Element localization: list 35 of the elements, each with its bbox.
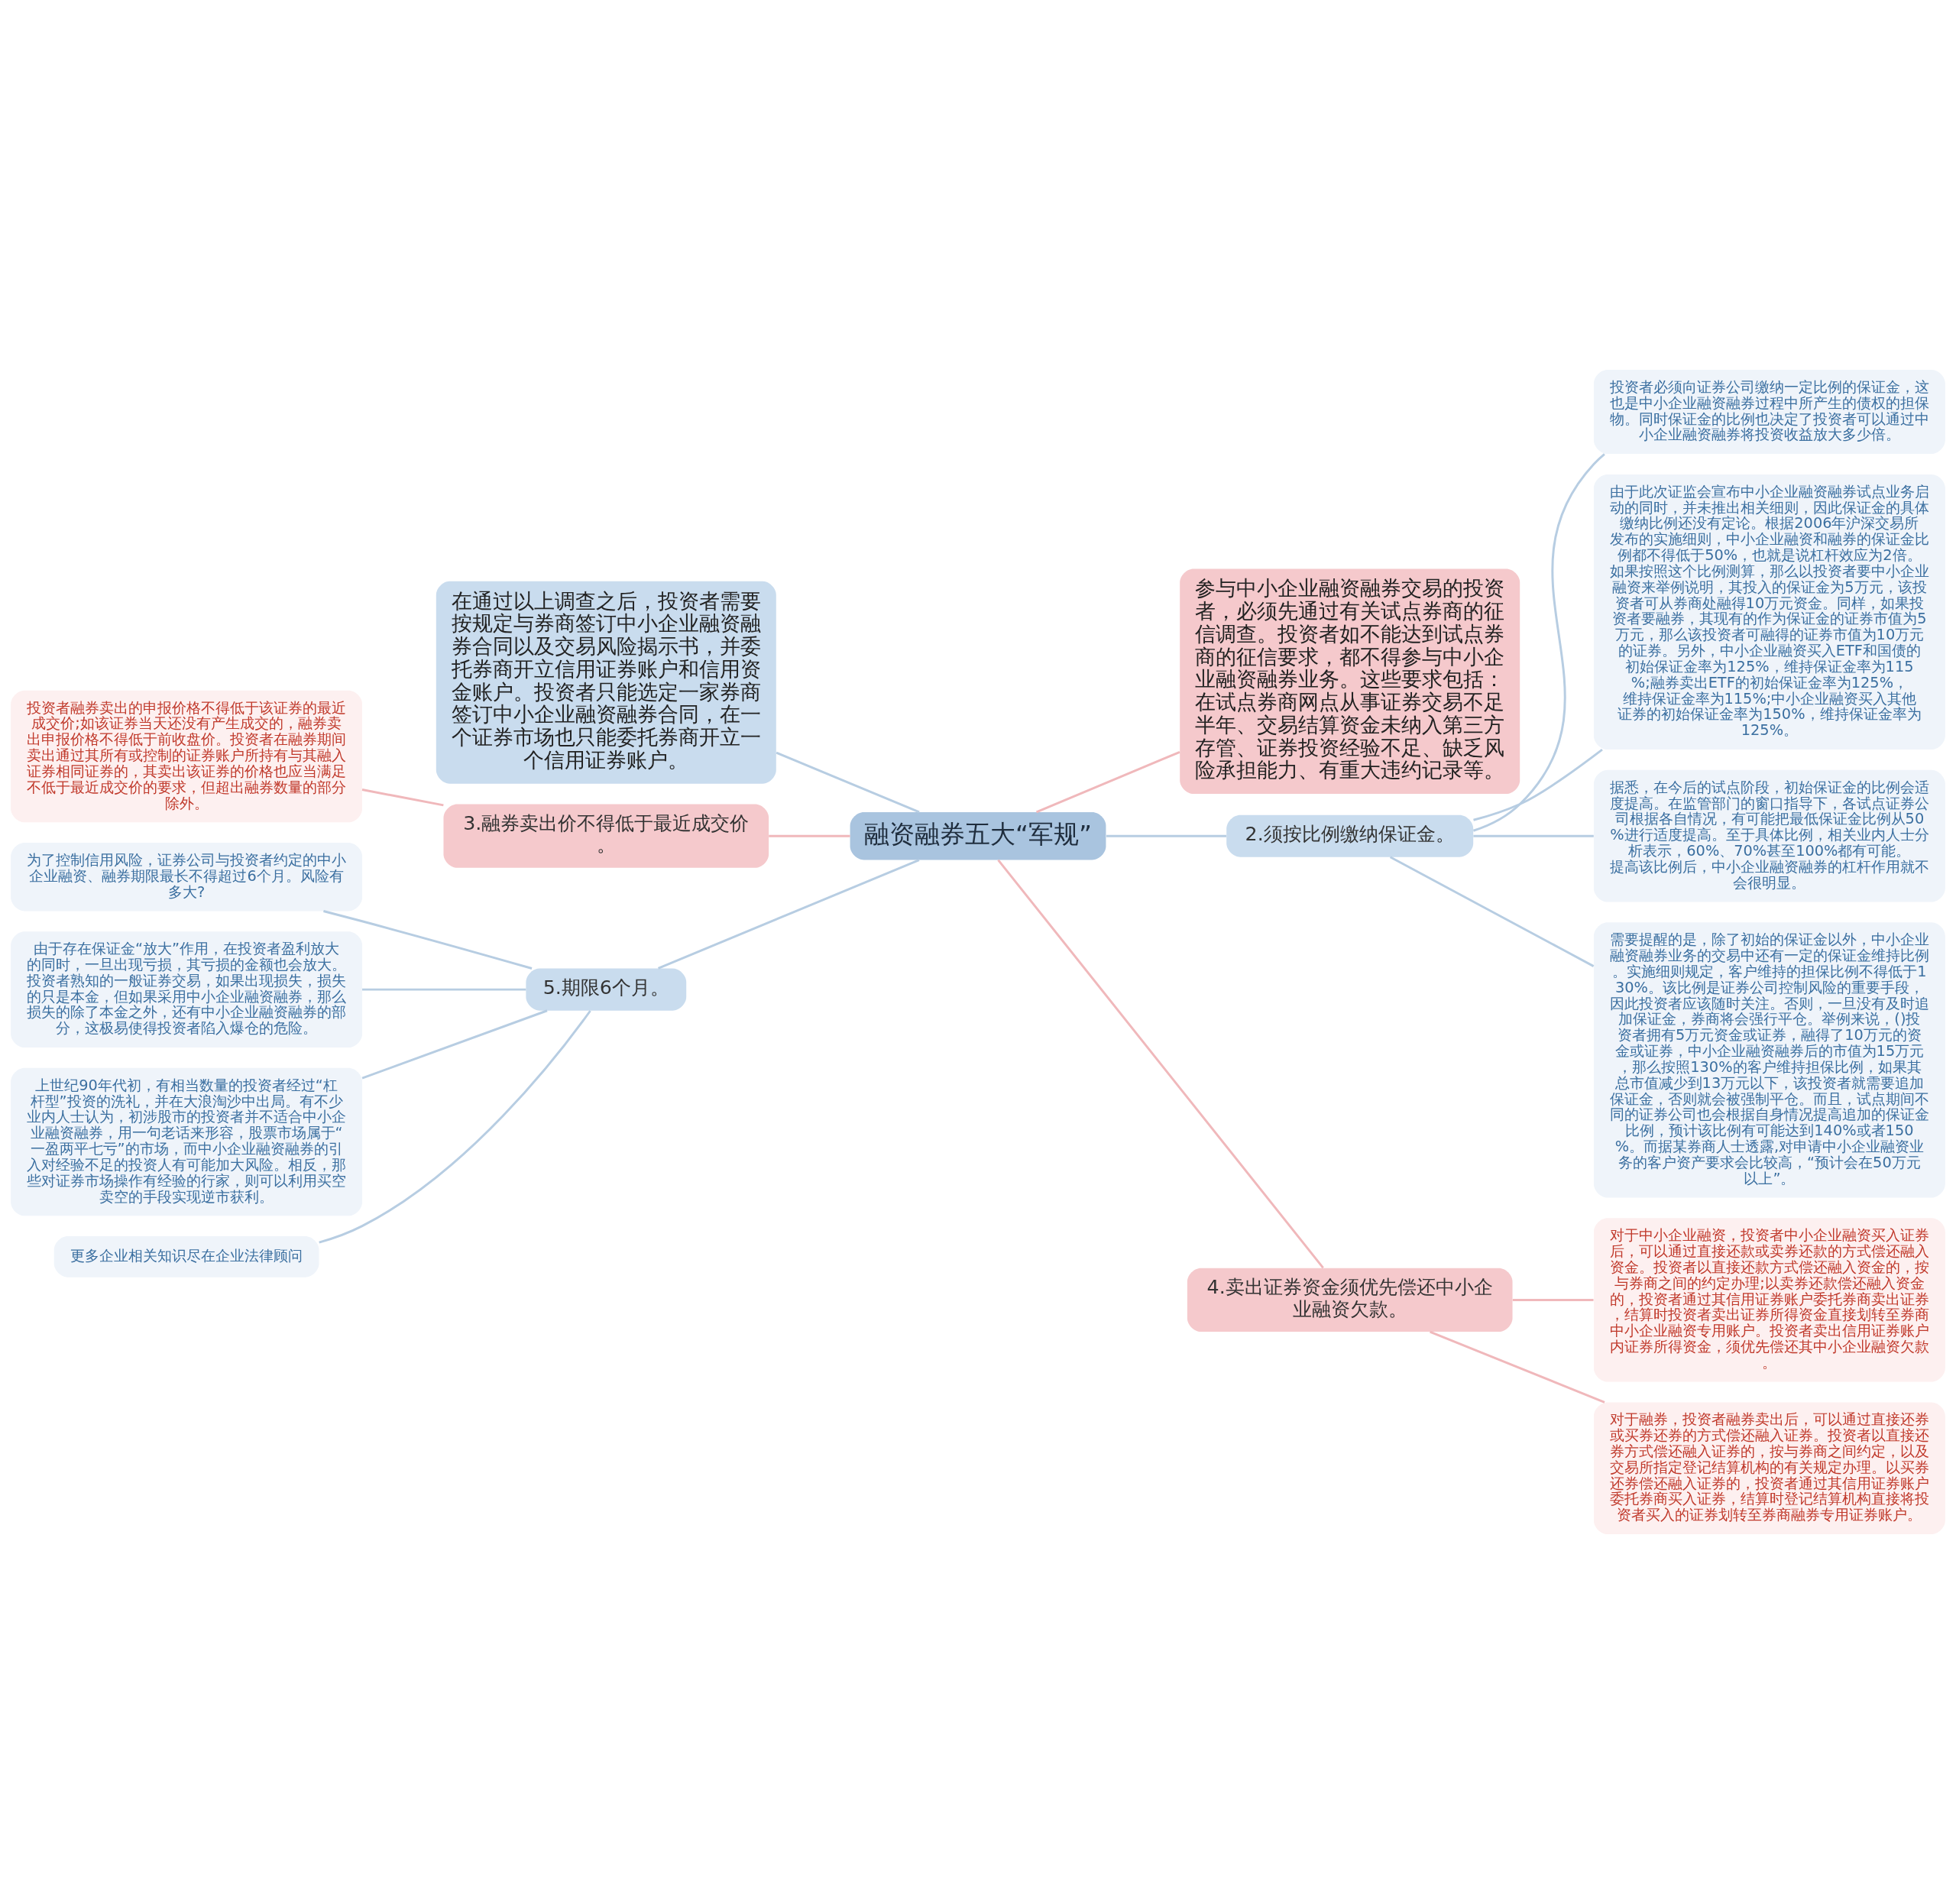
connector <box>1430 1330 1605 1404</box>
node-box: 投资者必须向证券公司缴纳一定比例的保证金，这也是中小企业融资融券过程中所产生的债权的担保物。同时保证金的比例也决定了投资者可以通过中小企业融资融券将投资收益放大多少倍。 <box>1593 369 1945 455</box>
connector <box>769 834 850 837</box>
connector <box>362 988 526 991</box>
connector <box>657 859 920 970</box>
node-box: 5.期限6个月。 <box>526 968 687 1011</box>
connector <box>776 751 920 814</box>
connector <box>323 910 533 970</box>
node-box: 更多企业相关知识尽在企业法律顾问 <box>53 1236 319 1277</box>
connector <box>1473 748 1603 821</box>
connector <box>1512 1298 1594 1301</box>
node-box: 为了控制信用风险，证券公司与投资者约定的中小企业融资、融券期限最长不得超过6个月。风险有多大? <box>11 843 363 912</box>
node-box: 3.融券卖出价不得低于最近成交价。 <box>443 804 769 868</box>
connector <box>1389 856 1595 967</box>
node-box: 据悉，在今后的试点阶段，初始保证金的比例会适度提高。在监管部门的窗口指导下，各试点证券公司根据各自情况，有可能把最低保证金比例从50%进行适度提高。至于具体比例，相关业内人士分析表示，60%、70%甚至100%都有可能。提高该比例后，中小企业融资融券的杠杆作用就不会很明显。 <box>1593 769 1945 902</box>
node-box: 由于存在保证金“放大”作用，在投资者盈利放大的同时，一旦出现亏损，其亏损的金额也会放大。投资者熟知的一般证券交易，如果出现损失，损失的只是本金，但如果采用中小企业融资融券，那么损失的除了本金之外，还有中小企业融资融券的部分，这极易使得投资者陷入爆仓的危险。 <box>11 931 363 1048</box>
connector <box>1473 834 1594 837</box>
node-box: 在通过以上调查之后，投资者需要按规定与券商签订中小企业融资融券合同以及交易风险揭示书，并委托券商开立信用证券账户和信用资金账户。投资者只能选定一家券商签订中小企业融资融券合同，在一个证券市场也只能委托券商开立一个信用证券账户。 <box>436 581 776 784</box>
connector <box>1106 834 1226 837</box>
node-box: 上世纪90年代初，有相当数量的投资者经过“杠杆型”投资的洗礼，并在大浪淘沙中出局。有不少业内人士认为，初涉股市的投资者并不适合中小企业融资融券，用一句老话来形容，股票市场属于“一盈两平七亏”的市场，而中小企业融资融券的引入对经验不足的投资人有可能加大风险。相反，那些对证券市场操作有经验的行家，则可以利用买空卖空的手段实现逆市获利。 <box>11 1067 363 1216</box>
node-box: 参与中小企业融资融券交易的投资者，必须先通过有关试点券商的征信调查。投资者如不能达到试点券商的征信要求，都不得参与中小企业融资融券业务。这些要求包括：在试点券商网点从事证券交易不足半年、交易结算资金未纳入第三方存管、证券投资经验不足、缺乏风险承担能力、有重大违约记录等。 <box>1180 568 1520 795</box>
connector <box>997 859 1324 1269</box>
node-box: 需要提醒的是，除了初始的保证金以外，中小企业融资融券业务的交易中还有一定的保证金维持比例。实施细则规定，客户维持的担保比例不得低于130%。该比例是证券公司控制风险的重要手段，因此投资者应该随时关注。否则，一旦没有及时追加保证金，券商将会强行平仓。举例来说，()投资者拥有5万元资金或证券，融得了10万元的资金或证券，中小企业融资融券后的市值为15万元，那么按照130%的客户维持担保比例，如果其总市值减少到13万元以下，该投资者就需要追加保证金，否则就会被强制平仓。而且，试点期间不同的证券公司也会根据自身情况提高追加的保证金比例，预计该比例有可能达到140%或者150%。而据某券商人士透露,对申请中小企业融资业务的客户资产要求会比较高，“预计会在50万元以上”。 <box>1593 922 1945 1198</box>
node-box: 2.须按比例缴纳保证金。 <box>1226 814 1474 857</box>
connector <box>1035 750 1180 814</box>
node-box: 由于此次证监会宣布中小企业融资融券试点业务启动的同时，并未推出相关细则，因此保证金的具体缴纳比例还没有定论。根据2006年沪深交易所发布的实施细则，中小企业融资和融券的保证金比例都不得低于50%，也就是说杠杆效应为2倍。如果按照这个比例测算，那么以投资者要中小企业融资来举例说明，其投入的保证金为5万元，该投资者可从券商处融得10万元资金。同样，如果投资者要融券，其现有的作为保证金的证券市值为5万元，那么该投资者可融得的证券市值为10万元的证券。另外，中小企业融资买入ETF和国债的初始保证金率为125%，维持保证金率为115%;融券卖出ETF的初始保证金率为125%，维持保证金率为115%;中小企业融资买入其他证券的初始保证金率为150%，维持保证金率为125%。 <box>1593 474 1945 750</box>
node-box: 4.卖出证券资金须优先偿还中小企业融资欠款。 <box>1187 1268 1513 1332</box>
connector <box>1472 453 1605 832</box>
connector <box>361 1009 548 1080</box>
node-box: 对于融券，投资者融券卖出后，可以通过直接还券或买券还券的方式偿还融入证券。投资者以直接还券方式偿还融入证券的，按与券商之间约定，以及交易所指定登记结算机构的有关规定办理。以买券还券偿还融入证券的，投资者通过其信用证券账户委托券商买入证券，结算时登记结算机构直接将投资者买入的证券划转至券商融券专用证券账户。 <box>1593 1402 1945 1535</box>
node-box: 融资融券五大“军规” <box>850 811 1106 860</box>
connector <box>361 788 444 807</box>
node-box: 投资者融券卖出的申报价格不得低于该证券的最近成交价;如该证券当天还没有产生成交的，融券卖出申报价格不得低于前收盘价。投资者在融券期间卖出通过其所有或控制的证券账户所持有与其融入证券相同证券的，其卖出该证券的价格也应当满足不低于最近成交价的要求，但超出融券数量的部分除外。 <box>11 690 363 823</box>
connector <box>319 1010 591 1244</box>
node-box: 对于中小企业融资，投资者中小企业融资买入证券后，可以通过直接还款或卖券还款的方式偿还融入资金。投资者以直接还款方式偿还融入资金的，按与券商之间的约定办理;以卖券还款偿还融入资金的，投资者通过其信用证券账户委托券商卖出证券，结算时投资者卖出证券所得资金直接划转至券商中小企业融资专用账户。投资者卖出信用证券账户内证券所得资金，须优先偿还其中小企业融资欠款。 <box>1593 1218 1945 1382</box>
